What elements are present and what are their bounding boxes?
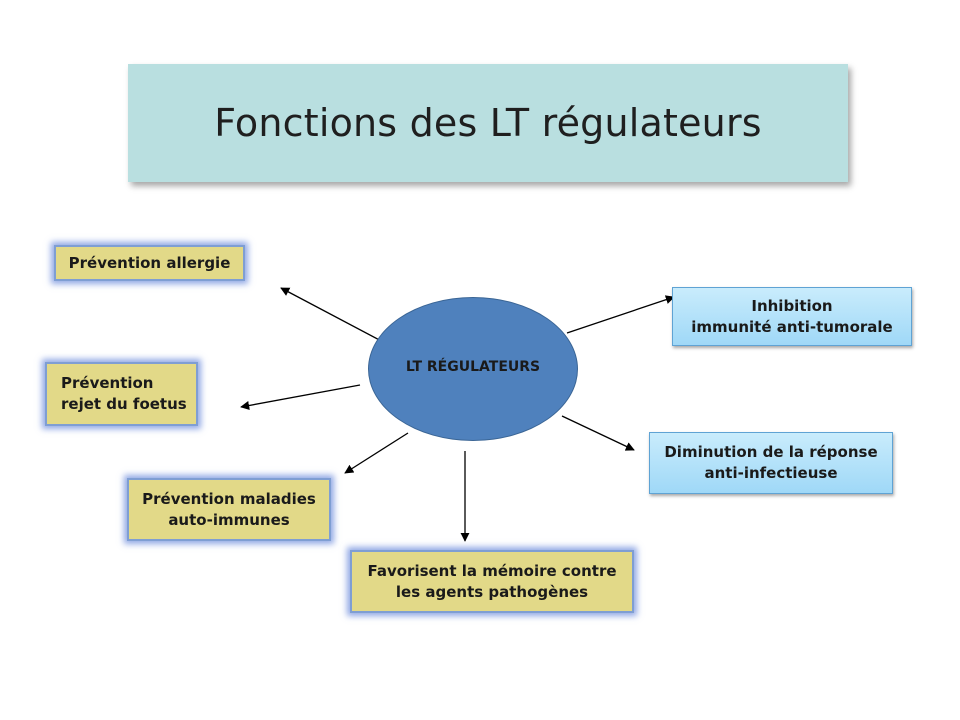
node-prevention-auto-immunes: Prévention maladies auto-immunes xyxy=(127,478,331,541)
arrow-to-anti-infectieuse xyxy=(561,415,635,451)
title-banner: Fonctions des LT régulateurs xyxy=(128,64,848,182)
node-inhibition-anti-tumorale-label: Inhibition immunité anti-tumorale xyxy=(691,296,893,336)
node-memoire-pathogenes: Favorisent la mémoire contre les agents … xyxy=(350,550,634,613)
page-title: Fonctions des LT régulateurs xyxy=(214,101,762,145)
node-prevention-rejet-foetus-label: Prévention rejet du foetus xyxy=(61,374,187,413)
node-prevention-rejet-foetus: Prévention rejet du foetus xyxy=(45,362,198,426)
arrow-to-anti-tumorale xyxy=(566,295,675,334)
center-node-lt-regulateurs: LT RÉGULATEURS xyxy=(368,297,578,441)
node-inhibition-anti-tumorale: Inhibition immunité anti-tumorale xyxy=(672,287,912,346)
node-prevention-allergie-label: Prévention allergie xyxy=(68,253,231,272)
arrow-to-foetus xyxy=(240,384,361,410)
node-prevention-allergie: Prévention allergie xyxy=(54,245,245,281)
center-node-label: LT RÉGULATEURS xyxy=(405,359,541,375)
arrow-to-auto-immunes xyxy=(344,432,409,474)
node-prevention-auto-immunes-label: Prévention maladies auto-immunes xyxy=(142,489,316,529)
arrow-to-allergie xyxy=(280,287,386,344)
node-diminution-anti-infectieuse: Diminution de la réponse anti-infectieus… xyxy=(649,432,893,494)
node-memoire-pathogenes-label: Favorisent la mémoire contre les agents … xyxy=(367,561,617,601)
node-diminution-anti-infectieuse-label: Diminution de la réponse anti-infectieus… xyxy=(664,443,878,482)
